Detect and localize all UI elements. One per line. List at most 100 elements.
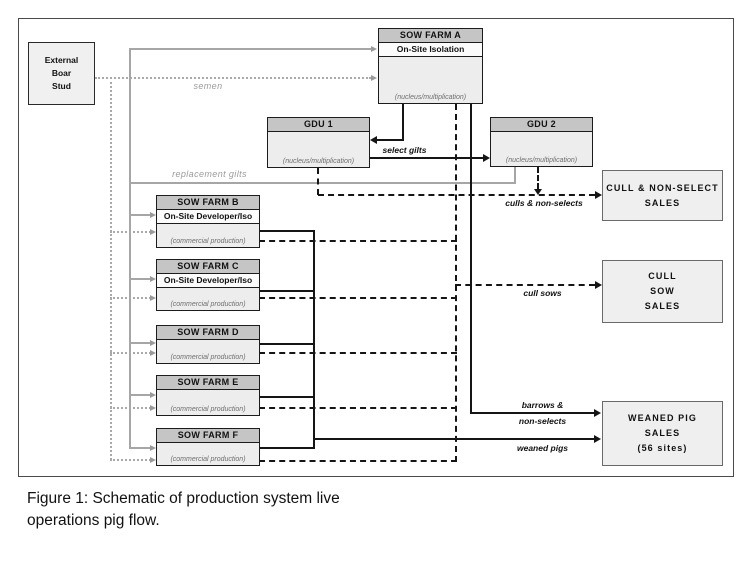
farm-e-weaned-out-line — [259, 396, 315, 398]
culls-non-selects-line — [318, 194, 595, 196]
farm-b-culls-out-line — [259, 240, 457, 242]
sow-farm-d-node: SOW FARM D (commercial production) — [156, 325, 260, 364]
arrow-barrows-into-weaned-pig-sales — [594, 409, 601, 417]
semen-line — [95, 77, 371, 79]
sow-farm-f-title: SOW FARM F — [157, 429, 259, 443]
gdu2-node: GDU 2 (nucleus/multiplication) — [490, 117, 593, 167]
sow-farm-a-subtitle: On-Site Isolation — [379, 43, 482, 57]
arrow-into-farm-f-gray — [150, 445, 156, 451]
semen-branch-farm-c — [110, 297, 151, 299]
cull-sow-sales-line3: SALES — [644, 301, 681, 311]
sow-farm-d-title: SOW FARM D — [157, 326, 259, 340]
semen-arrow-farm-e — [150, 405, 156, 411]
semen-branch-farm-d — [110, 352, 151, 354]
sow-farm-b-title: SOW FARM B — [157, 196, 259, 210]
sow-farm-e-node: SOW FARM E (commercial production) — [156, 375, 260, 416]
cull-non-select-sales-node: CULL & NON-SELECT SALES — [602, 170, 723, 221]
select-gilts-line-a-down — [402, 104, 404, 141]
cull-non-select-sales-line1: CULL & NON-SELECT — [606, 182, 719, 193]
sow-farm-a-title: SOW FARM A — [379, 29, 482, 43]
gdu1-note: (nucleus/multiplication) — [282, 158, 355, 165]
figure-caption: Figure 1: Schematic of production system… — [27, 490, 340, 529]
select-gilts-label: select gilts — [382, 145, 427, 155]
cull-sow-sales-line1: CULL — [648, 271, 677, 281]
sow-farm-f-node: SOW FARM F (commercial production) — [156, 428, 260, 466]
semen-arrow-farm-c — [150, 295, 156, 301]
gdu2-culls-down-arrow — [534, 189, 542, 195]
semen-arrow-farm-b — [150, 229, 156, 235]
weaned-pigs-trunk-line — [313, 230, 315, 449]
gdu1-node: GDU 1 (nucleus/multiplication) — [267, 117, 370, 168]
sow-farm-a-node: SOW FARM A On-Site Isolation (nucleus/mu… — [378, 28, 483, 104]
semen-branch-farm-e — [110, 407, 151, 409]
replacement-gilts-branch-farm-c — [129, 278, 151, 280]
replacement-gilts-branch-farm-b — [129, 214, 151, 216]
cull-sows-line — [455, 284, 595, 286]
farm-b-weaned-out-line — [259, 230, 315, 232]
weaned-pig-sales-line3: (56 sites) — [637, 443, 688, 453]
arrow-into-cull-sow-sales — [595, 281, 602, 289]
barrows-line — [470, 412, 595, 414]
semen-trunk-line — [110, 77, 112, 460]
sow-farm-f-note: (commercial production) — [170, 456, 246, 463]
weaned-pigs-label: weaned pigs — [516, 443, 568, 453]
farm-c-culls-out-line — [259, 297, 457, 299]
replacement-gilts-line — [129, 182, 516, 184]
sow-farm-c-subtitle: On-Site Developer/Iso — [157, 274, 259, 288]
external-boar-stud-line3: Stud — [52, 81, 71, 91]
farm-d-culls-out-line — [259, 352, 457, 354]
weaned-pig-sales-node: WEANED PIG SALES (56 sites) — [602, 401, 723, 466]
barrows-trunk-line — [470, 104, 472, 414]
cull-sows-label: cull sows — [523, 288, 562, 298]
sow-farm-e-title: SOW FARM E — [157, 376, 259, 390]
farm-f-culls-out-line — [259, 460, 457, 462]
farm-d-weaned-out-line — [259, 343, 315, 345]
culls-trunk-line — [455, 104, 457, 462]
arrow-into-farm-b-gray — [150, 212, 156, 218]
farm-c-weaned-out-line — [259, 290, 315, 292]
sow-farm-b-note: (commercial production) — [170, 238, 246, 245]
semen-arrow-farm-a — [371, 75, 377, 81]
sow-farm-c-note: (commercial production) — [170, 301, 246, 308]
gdu1-culls-down-line — [317, 168, 319, 195]
sow-farm-d-note: (commercial production) — [170, 354, 246, 361]
cull-non-select-sales-line2: SALES — [644, 197, 681, 208]
arrow-into-farm-c-gray — [150, 276, 156, 282]
sow-farm-b-node: SOW FARM B On-Site Developer/Iso (commer… — [156, 195, 260, 248]
select-gilts-line-to-gdu2 — [370, 157, 483, 159]
external-boar-stud-line1: External — [44, 55, 79, 65]
barrows-label-line1: barrows & — [521, 400, 564, 410]
gdu1-title: GDU 1 — [268, 118, 369, 132]
barrows-label-line2: non-selects — [518, 416, 567, 426]
arrow-into-farm-d-gray — [150, 340, 156, 346]
replacement-gilts-branch-farm-f — [129, 447, 151, 449]
semen-branch-farm-b — [110, 231, 151, 233]
sow-farm-e-note: (commercial production) — [170, 406, 246, 413]
weaned-pigs-line — [313, 438, 595, 440]
arrow-into-gdu2 — [483, 154, 490, 162]
select-gilts-line-to-gdu1 — [377, 139, 404, 141]
semen-branch-farm-f — [110, 459, 151, 461]
weaned-pig-sales-line1: WEANED PIG — [627, 413, 697, 423]
weaned-pig-sales-line2: SALES — [644, 428, 681, 438]
replacement-gilts-trunk-line — [129, 48, 131, 448]
semen-label: semen — [193, 81, 223, 91]
sow-farm-c-node: SOW FARM C On-Site Developer/Iso (commer… — [156, 259, 260, 311]
arrow-into-farm-a-gray — [371, 46, 377, 52]
gdu2-title: GDU 2 — [491, 118, 592, 132]
replacement-gilts-line-to-farm-a — [129, 48, 371, 50]
arrow-into-cull-non-select-sales — [595, 191, 602, 199]
replacement-gilts-branch-farm-e — [129, 394, 151, 396]
semen-arrow-farm-d — [150, 350, 156, 356]
arrow-weaned-pigs-into-sales — [594, 435, 601, 443]
sow-farm-a-note: (nucleus/multiplication) — [394, 94, 467, 101]
semen-arrow-farm-f — [150, 457, 156, 463]
gdu2-culls-down-line — [537, 167, 539, 189]
diagram-frame — [18, 18, 734, 477]
arrow-into-gdu1 — [370, 136, 377, 144]
external-boar-stud-node: External Boar Stud — [28, 42, 95, 105]
gdu2-note: (nucleus/multiplication) — [505, 157, 578, 164]
culls-non-selects-label: culls & non-selects — [505, 198, 583, 208]
replacement-gilts-label: replacement gilts — [172, 169, 247, 179]
